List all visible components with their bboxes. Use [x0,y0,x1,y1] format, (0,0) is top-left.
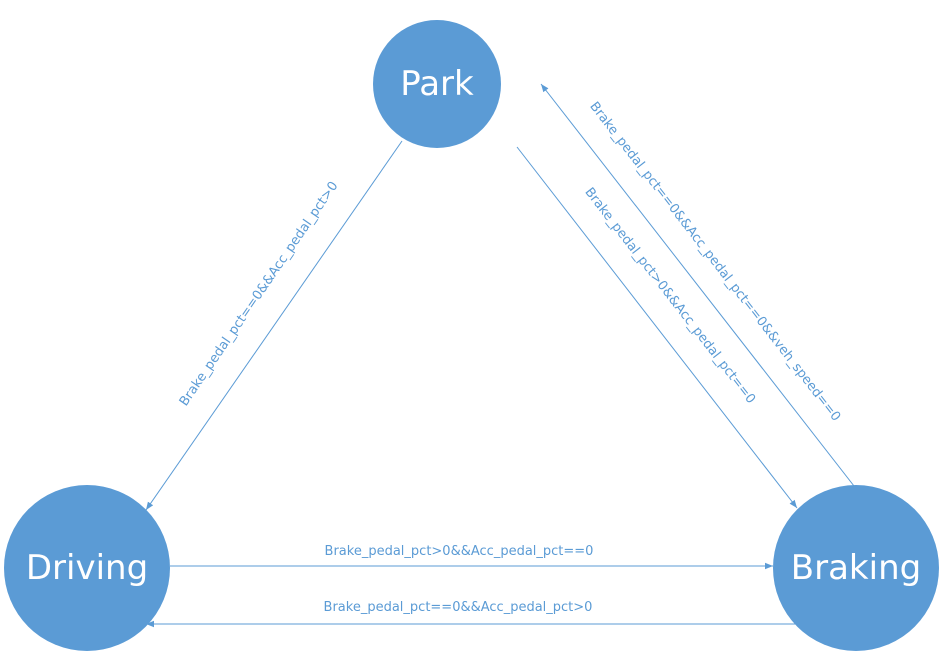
state-braking[interactable]: Braking [773,485,939,651]
label-driving-to-braking: Brake_pedal_pct>0&&Acc_pedal_pct==0 [325,544,594,559]
label-park-to-braking: Brake_pedal_pct>0&&Acc_pedal_pct==0 [581,185,758,407]
state-braking-label: Braking [791,548,921,588]
label-braking-to-park: Brake_pedal_pct==0&&Acc_pedal_pct==0&&ve… [586,99,843,424]
state-driving[interactable]: Driving [4,485,170,651]
edge-park-to-driving[interactable] [145,140,403,511]
edge-braking-to-park[interactable] [540,83,855,487]
state-park[interactable]: Park [373,20,501,148]
state-park-label: Park [400,64,474,104]
state-driving-circle [4,485,170,651]
state-park-circle [373,20,501,148]
state-braking-circle [773,485,939,651]
label-braking-to-driving: Brake_pedal_pct==0&&Acc_pedal_pct>0 [324,600,593,615]
label-park-to-driving: Brake_pedal_pct==0&&Acc_pedal_pct>0 [177,179,342,409]
edge-park-to-braking[interactable] [516,146,798,509]
state-driving-label: Driving [26,548,148,588]
